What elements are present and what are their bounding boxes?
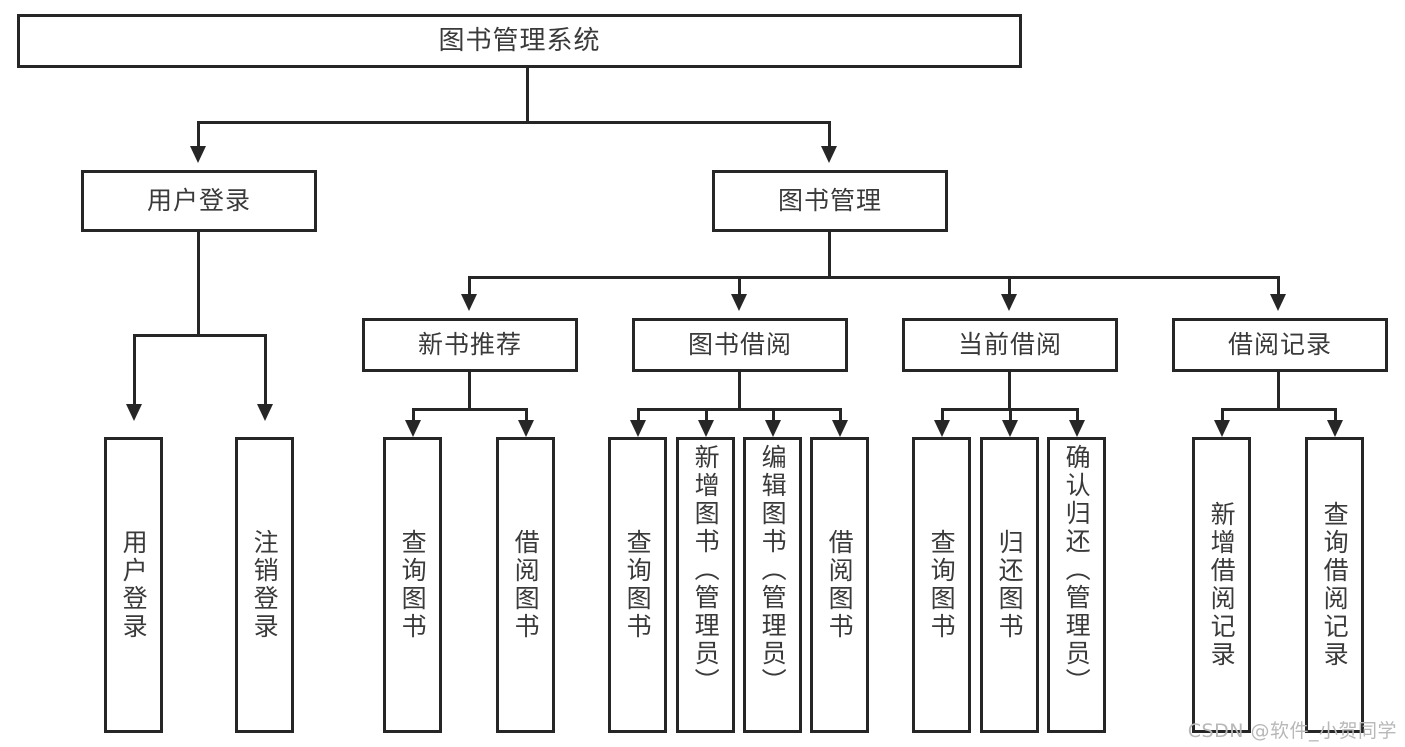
node-book-manage[interactable]: 图书管理 [712, 170, 948, 232]
arrowhead-leaf-add-record [1214, 420, 1230, 437]
arrowhead-leaf-return-book [1002, 420, 1018, 437]
connector-user-login-to-leaf-0 [133, 334, 136, 404]
connector-current-borrow-to-leaf-2 [1076, 408, 1079, 420]
arrowhead-leaf-confirm-return [1069, 420, 1085, 437]
connector-book-manage-to-lvl3-2 [1008, 276, 1011, 294]
leaf-edit-book-admin[interactable]: 编辑图书（管理员） [743, 437, 802, 733]
leaf-query-book-recommend[interactable]: 查询图书 [383, 437, 442, 733]
leaf-borrow-book-recommend[interactable]: 借阅图书 [496, 437, 555, 733]
node-root-system[interactable]: 图书管理系统 [17, 14, 1022, 68]
connector-new-book-trunk [468, 372, 471, 410]
leaf-add-borrow-record[interactable]: 新增借阅记录 [1192, 437, 1251, 733]
connector-book-borrow-to-leaf-2 [772, 408, 775, 420]
leaf-return-book[interactable]: 归还图书 [980, 437, 1039, 733]
connector-book-manage-to-lvl3-0 [468, 276, 471, 294]
node-user-login[interactable]: 用户登录 [81, 170, 317, 232]
connector-new-book-bar [412, 408, 528, 411]
arrowhead-leaf-user-login [126, 404, 142, 421]
connector-borrow-record-to-leaf-1 [1334, 408, 1337, 420]
connector-current-borrow-to-leaf-1 [1009, 408, 1012, 420]
arrowhead-lvl3-current-borrow [1001, 294, 1017, 311]
csdn-watermark: CSDN @软件_小贺同学 [1187, 720, 1397, 742]
leaf-confirm-return-admin[interactable]: 确认归还（管理员） [1047, 437, 1106, 733]
arrowhead-lvl3-book-borrow [731, 294, 747, 311]
arrowhead-leaf-logout [257, 404, 273, 421]
connector-root-to-book-manage [828, 121, 831, 146]
connector-current-borrow-to-leaf-0 [941, 408, 944, 420]
leaf-borrow-book-borrow[interactable]: 借阅图书 [810, 437, 869, 733]
connector-book-borrow-bar [637, 408, 839, 411]
arrowhead-leaf-query-book-c [934, 420, 950, 437]
connector-borrow-record-to-leaf-0 [1221, 408, 1224, 420]
arrowhead-leaf-add-book [698, 420, 714, 437]
leaf-add-book-admin[interactable]: 新增图书（管理员） [676, 437, 735, 733]
connector-root-trunk [526, 68, 529, 121]
connector-borrow-record-bar [1221, 408, 1337, 411]
connector-book-manage-to-lvl3-3 [1277, 276, 1280, 294]
leaf-logout[interactable]: 注销登录 [235, 437, 294, 733]
leaf-user-login[interactable]: 用户登录 [104, 437, 163, 733]
connector-book-borrow-to-leaf-1 [705, 408, 708, 420]
node-borrow-record[interactable]: 借阅记录 [1172, 318, 1388, 372]
arrowhead-leaf-borrow-book-b [832, 420, 848, 437]
connector-book-borrow-trunk [738, 372, 741, 410]
leaf-query-book-borrow[interactable]: 查询图书 [608, 437, 667, 733]
arrowhead-lvl3-new-book [461, 294, 477, 311]
leaf-query-borrow-record[interactable]: 查询借阅记录 [1305, 437, 1364, 733]
node-new-book-recommend[interactable]: 新书推荐 [362, 318, 578, 372]
connector-user-login-bar [133, 334, 267, 337]
arrowhead-leaf-borrow-book-a [518, 420, 534, 437]
node-book-borrow[interactable]: 图书借阅 [632, 318, 848, 372]
node-current-borrow[interactable]: 当前借阅 [902, 318, 1118, 372]
arrowhead-lvl3-borrow-record [1270, 294, 1286, 311]
connector-root-to-user-login [197, 121, 200, 146]
connector-root-bar [197, 121, 831, 124]
connector-book-manage-trunk [828, 232, 831, 278]
connector-book-borrow-to-leaf-0 [637, 408, 640, 420]
connector-book-manage-bar [468, 276, 1280, 279]
connector-new-book-to-leaf-1 [525, 408, 528, 420]
arrowhead-leaf-query-record [1327, 420, 1343, 437]
arrowhead-user-login [190, 146, 206, 163]
arrowhead-book-manage [821, 146, 837, 163]
connector-book-manage-to-lvl3-1 [738, 276, 741, 294]
arrowhead-leaf-query-book-b [630, 420, 646, 437]
connector-user-login-to-leaf-1 [264, 334, 267, 404]
connector-user-login-trunk [197, 232, 200, 336]
connector-borrow-record-trunk [1277, 372, 1280, 410]
connector-current-borrow-trunk [1008, 372, 1011, 410]
connector-new-book-to-leaf-0 [412, 408, 415, 420]
arrowhead-leaf-query-book-a [405, 420, 421, 437]
leaf-query-book-current[interactable]: 查询图书 [912, 437, 971, 733]
arrowhead-leaf-edit-book [765, 420, 781, 437]
connector-book-borrow-to-leaf-3 [839, 408, 842, 420]
